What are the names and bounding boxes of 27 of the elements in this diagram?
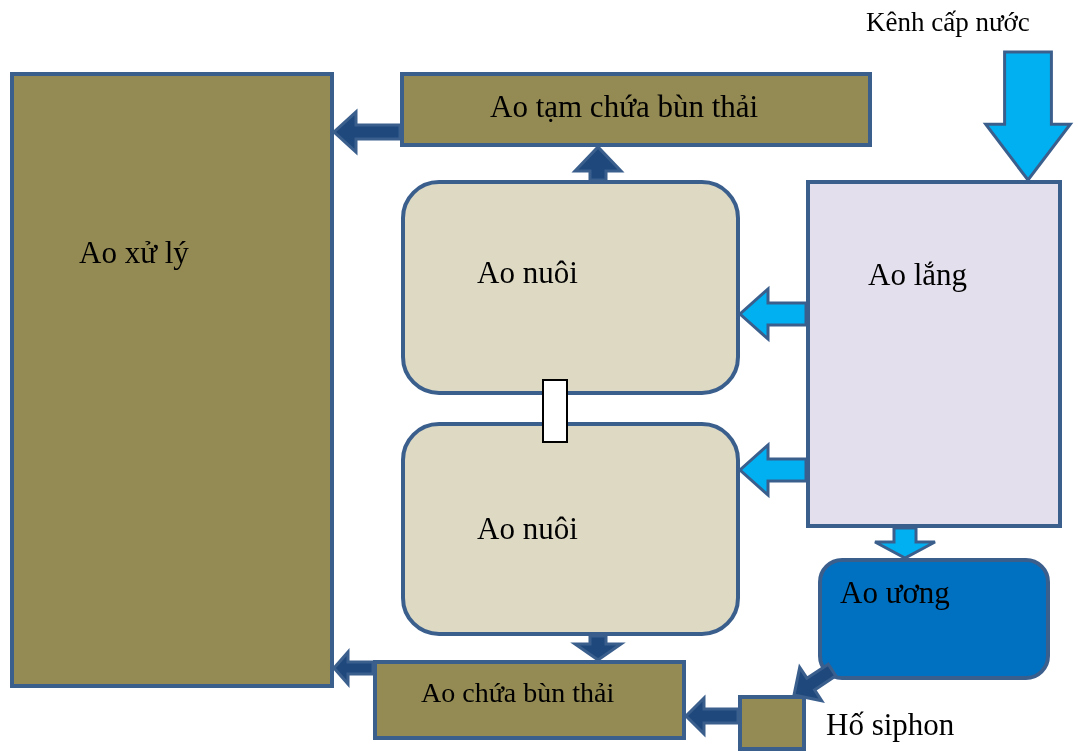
block-arrow [331,108,402,156]
block-arrow [737,285,808,343]
pond-box [400,72,872,147]
pond-label: Ao nuôi [477,256,578,291]
pit-label: Hố siphon [826,708,955,743]
pond-box [806,180,1062,528]
pond-box [401,180,740,395]
pond-label: Ao nuôi [477,512,578,547]
pond-label: Ao lắng [868,258,967,293]
pond-label: Ao xử lý [79,236,189,271]
pond-box [10,72,334,688]
pond-label: Ao ương [840,576,950,611]
block-arrow [737,441,808,499]
block-arrow [792,662,838,703]
block-arrow [873,526,937,560]
gate-box [542,379,568,443]
block-arrow [570,634,626,662]
block-arrow [982,50,1074,183]
pond-box [373,660,686,740]
block-arrow [571,144,625,182]
block-arrow [683,694,740,738]
canal-label: Kênh cấp nước [866,8,1030,38]
pond-label: Ao tạm chứa bùn thải [490,90,759,125]
block-arrow [332,648,375,688]
pond-label: Ao chứa bùn thải [421,678,615,709]
pond-box [401,422,740,636]
pond-box [818,558,1050,680]
